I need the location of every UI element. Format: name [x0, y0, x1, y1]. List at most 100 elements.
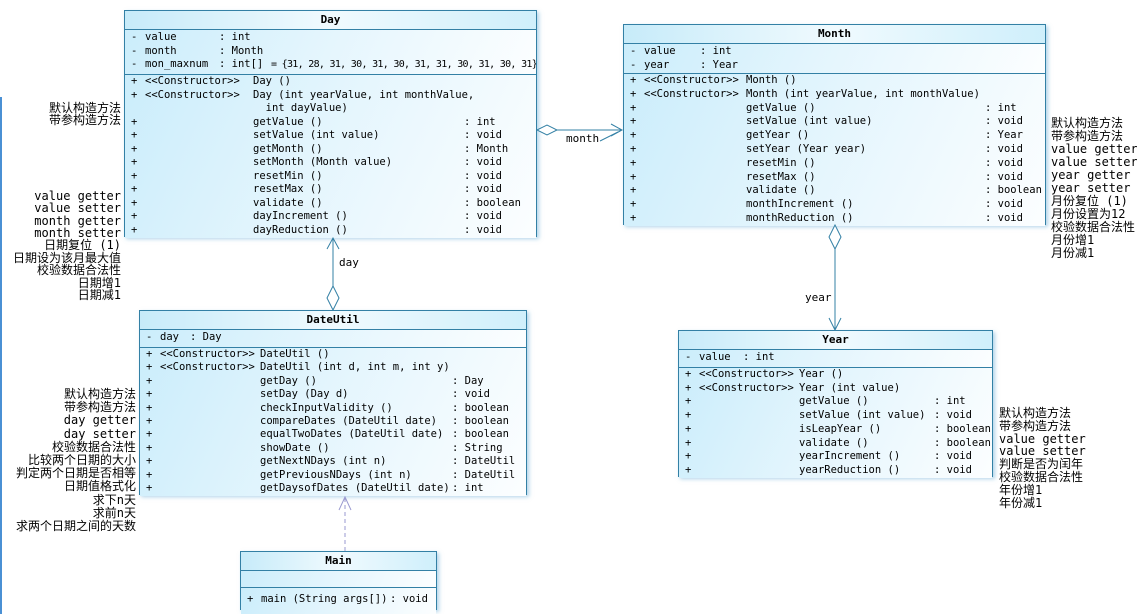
attribute-row: -value: int [685, 351, 775, 363]
annotation-line: 比较两个日期的大小 [27, 453, 136, 468]
method-row: +resetMax (): void [131, 183, 502, 196]
open-arrowhead-icon [828, 317, 842, 332]
annotation-line: year setter [1051, 181, 1131, 195]
class-box-year[interactable]: Year -value: int +<<Constructor>>Year ()… [678, 330, 993, 478]
annotation-line: 月份设置为12 [1051, 207, 1126, 221]
attribute-row: -value: int [131, 31, 251, 43]
annotation-line: 日期设为该月最大值 [12, 250, 121, 265]
method-row: +getValue (): int [630, 101, 1017, 114]
annotation-line: 默认构造方法 [999, 406, 1072, 420]
method-row: +dayIncrement (): void [131, 210, 502, 223]
annotation-line: day getter [63, 413, 136, 428]
method-row: +<<Constructor>>Day (int yearValue, int … [131, 88, 475, 115]
attributes-compartment: -value: int-month: Month-mon_maxnum: int… [125, 30, 536, 75]
methods-compartment: +<<Constructor>>Month ()+<<Constructor>>… [624, 74, 1045, 226]
method-row: +validate (): boolean [630, 184, 1042, 197]
method-row: +yearReduction (): void [685, 463, 972, 476]
annotation-line: month setter [34, 226, 121, 241]
method-row: +isLeapYear (): boolean [685, 422, 991, 435]
annotation-line: 求两个日期之间的天数 [15, 519, 136, 534]
open-arrowhead-icon [326, 236, 340, 250]
methods-compartment: +<<Constructor>>Day ()+<<Constructor>>Da… [125, 75, 536, 238]
method-row: +setValue (int value): void [685, 409, 972, 422]
class-title: Day [125, 11, 536, 30]
method-row: +getValue (): int [131, 115, 496, 128]
class-title: Month [624, 25, 1045, 44]
method-row: +validate (): boolean [685, 436, 991, 449]
annotation-line: year getter [1051, 168, 1131, 182]
method-row: +<<Constructor>>DateUtil () [146, 348, 330, 360]
annotation-line: 月份增1 [1051, 233, 1095, 247]
aggregation-diamond-icon [828, 223, 842, 251]
method-row: +setYear (Year year): void [630, 142, 1023, 155]
method-row: +<<Constructor>>Month () [630, 74, 797, 86]
annotation-line: value getter [999, 431, 1086, 446]
method-row: +yearIncrement (): void [685, 450, 972, 463]
aggregation-year [828, 223, 842, 332]
class-box-day[interactable]: Day -value: int-month: Month-mon_maxnum:… [124, 10, 537, 238]
annotation-line: day setter [63, 426, 136, 441]
methods-compartment: +<<Constructor>>Year ()+<<Constructor>>Y… [679, 368, 992, 478]
annotation-line: 日期值格式化 [63, 479, 136, 494]
attributes-compartment [241, 571, 436, 588]
annotation-line: 判定两个日期是否相等 [15, 466, 136, 481]
annotation-line: 年份减1 [999, 495, 1043, 510]
month-role-label: month [566, 132, 600, 145]
method-row: +checkInputValidity (): boolean [146, 401, 509, 414]
annotation-line: 求下n天 [92, 492, 136, 507]
annotation-line: 带参构造方法 [1051, 129, 1124, 143]
method-row: +setValue (int value): void [630, 115, 1023, 128]
annotation-line: month getter [34, 213, 121, 228]
annotation-line: 校验数据合法性 [36, 263, 121, 278]
attribute-row: -value: int [630, 45, 732, 57]
class-title: Main [241, 552, 436, 571]
class-box-dateutil[interactable]: DateUtil -day: Day +<<Constructor>>DateU… [139, 310, 527, 496]
attribute-row: -mon_maxnum: int[]= {31, 28, 31, 30, 31,… [131, 58, 536, 70]
method-row: +setDay (Day d): void [146, 388, 490, 401]
method-row: +getNextNDays (int n): DateUtil [146, 455, 516, 468]
annotation-line: value setter [1051, 155, 1137, 169]
method-row: +resetMin (): void [630, 156, 1023, 169]
annotation-line: 带参构造方法 [999, 418, 1072, 433]
annotation-line: value getter [34, 188, 121, 203]
method-row: +validate (): boolean [131, 196, 521, 209]
annotation-line: 校验数据合法性 [999, 469, 1084, 484]
annotation-line: 求前n天 [92, 505, 136, 520]
annotation-line: 校验数据合法性 [51, 439, 136, 454]
aggregation-diamond-icon [326, 284, 340, 312]
method-row: +compareDates (DateUtil date): boolean [146, 415, 509, 428]
annotation-line: 年份增1 [999, 482, 1043, 497]
method-row: +equalTwoDates (DateUtil date): boolean [146, 428, 509, 441]
annotation-line: value getter [1051, 142, 1137, 156]
method-row: +resetMax (): void [630, 170, 1023, 183]
method-row: +getPreviousNDays (int n): DateUtil [146, 468, 516, 481]
annotation-line: 默认构造方法 [63, 387, 136, 401]
open-arrowhead-icon [338, 495, 352, 511]
attribute-row: -year: Year [630, 58, 738, 71]
annotation-line: 默认构造方法 [48, 101, 121, 115]
annotation-line: 日期复位 (1) [44, 238, 121, 253]
class-box-month[interactable]: Month -value: int-year: Year +<<Construc… [623, 24, 1046, 226]
aggregation-diamond-icon [535, 124, 559, 136]
method-row: +main (String args[]): void [247, 593, 428, 605]
annotation-line: 判断是否为闰年 [999, 457, 1084, 472]
aggregation-day [326, 236, 340, 312]
methods-compartment: +<<Constructor>>DateUtil ()+<<Constructo… [140, 348, 526, 496]
method-row: +resetMin (): void [131, 169, 502, 182]
method-row: +setMonth (Month value): void [131, 156, 502, 169]
class-box-main[interactable]: Main +main (String args[]): void [240, 551, 437, 614]
method-row: +dayReduction (): void [131, 224, 502, 237]
method-row: +getValue (): int [685, 395, 966, 408]
method-row: +<<Constructor>>Year (int value) [685, 381, 901, 394]
methods-compartment: +main (String args[]): void [241, 588, 436, 614]
open-arrowhead-icon [610, 123, 624, 137]
annotation-line: 默认构造方法 [1051, 116, 1124, 130]
day-role-label: day [339, 256, 359, 269]
method-row: +<<Constructor>>Month (int yearValue, in… [630, 87, 980, 100]
annotation-line: 月份减1 [1051, 246, 1095, 260]
class-title: DateUtil [140, 311, 526, 330]
annotation-line: 校验数据合法性 [1051, 220, 1136, 234]
